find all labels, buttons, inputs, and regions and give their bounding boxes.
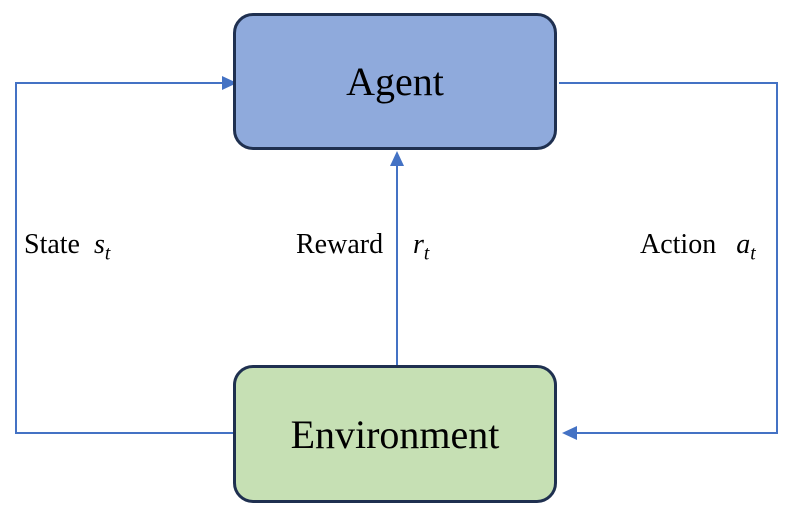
reward-symbol: rt bbox=[413, 229, 430, 265]
state-arrow-line bbox=[15, 82, 234, 434]
action-symbol: at bbox=[736, 229, 756, 265]
state-arrowhead-icon bbox=[222, 76, 237, 90]
reward-edge-symbol: rt bbox=[413, 229, 430, 265]
action-arrow-line bbox=[559, 82, 778, 434]
agent-node: Agent bbox=[233, 13, 557, 150]
state-edge-label: State st bbox=[24, 229, 111, 265]
state-symbol: st bbox=[94, 229, 111, 265]
action-arrowhead-icon bbox=[562, 426, 577, 440]
state-word: State bbox=[24, 229, 80, 260]
action-word: Action bbox=[640, 229, 717, 260]
reward-arrowhead-icon bbox=[390, 151, 404, 166]
reward-word: Reward bbox=[296, 229, 384, 260]
environment-node: Environment bbox=[233, 365, 557, 503]
reward-edge-label: Reward bbox=[296, 229, 383, 261]
agent-node-label: Agent bbox=[346, 59, 444, 104]
action-edge-label: Action at bbox=[640, 229, 756, 265]
environment-node-label: Environment bbox=[290, 411, 500, 457]
